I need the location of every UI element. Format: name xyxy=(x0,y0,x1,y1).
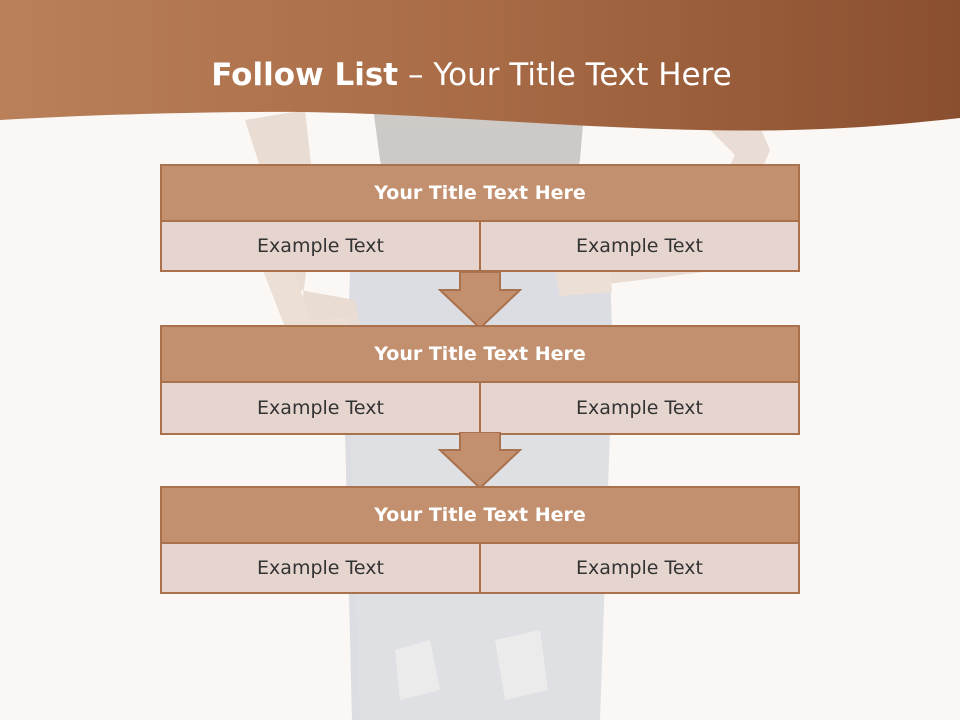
header-band xyxy=(0,0,960,131)
title-rest: – Your Title Text Here xyxy=(407,57,732,93)
block-cell: Example Text xyxy=(162,544,479,592)
down-arrow-icon xyxy=(438,432,522,490)
block-title: Your Title Text Here xyxy=(162,488,798,544)
block-row: Example Text Example Text xyxy=(162,222,798,270)
block-cell: Example Text xyxy=(479,544,798,592)
title-strong: Follow List xyxy=(211,57,399,93)
block-cell: Example Text xyxy=(162,383,479,433)
list-block: Your Title Text Here Example Text Exampl… xyxy=(160,486,800,594)
block-cell: Example Text xyxy=(479,222,798,270)
list-block: Your Title Text Here Example Text Exampl… xyxy=(160,164,800,272)
slide-title: Follow List – Your Title Text Here xyxy=(0,55,943,95)
block-row: Example Text Example Text xyxy=(162,544,798,592)
list-block: Your Title Text Here Example Text Exampl… xyxy=(160,325,800,435)
block-title: Your Title Text Here xyxy=(162,166,798,222)
block-title: Your Title Text Here xyxy=(162,327,798,383)
block-cell: Example Text xyxy=(479,383,798,433)
down-arrow-icon xyxy=(438,272,522,330)
block-cell: Example Text xyxy=(162,222,479,270)
block-row: Example Text Example Text xyxy=(162,383,798,433)
